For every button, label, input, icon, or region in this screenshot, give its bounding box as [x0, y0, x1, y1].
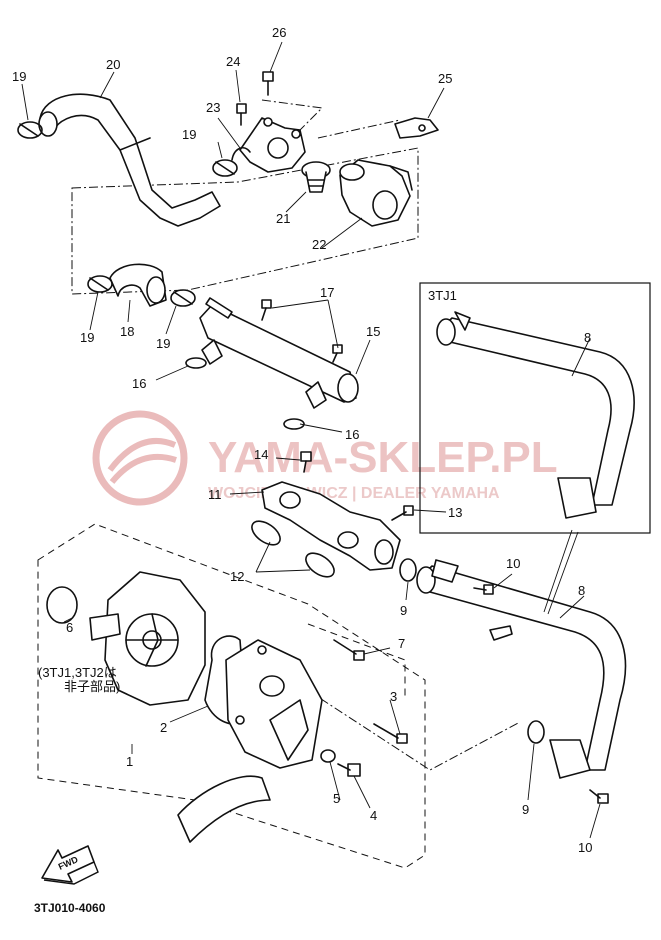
part-12-gasket-a: [251, 520, 281, 546]
part-8-pipe-variant: [436, 311, 635, 519]
part-15-water-pipe: [199, 297, 359, 409]
callout-8: 8: [584, 330, 591, 345]
callout-13: 13: [448, 505, 462, 520]
part-25-bracket: [394, 117, 439, 139]
callout-25: 25: [438, 71, 452, 86]
part-10-bolt-b: [589, 789, 609, 804]
fwd-arrow-icon: FWD: [41, 845, 99, 885]
callout-12: 12: [230, 569, 244, 584]
callout-16: 16: [345, 427, 359, 442]
leader-lines: [21, 41, 601, 839]
callout-5: 5: [333, 791, 340, 806]
callout-10: 10: [506, 556, 520, 571]
part-23-thermostat-cover: [239, 117, 306, 173]
watermark-logo: [92, 410, 188, 506]
part-12-gasket-b: [305, 552, 335, 578]
part-13-bolt: [391, 505, 414, 521]
part-9-oring-a: [399, 558, 417, 582]
water-pump-assembly-boundary: [37, 523, 426, 869]
part-20-hose: [38, 93, 221, 227]
not-included-note-line2: 非子部品): [64, 679, 120, 694]
part-24-bolt: [236, 103, 247, 126]
part-8-pipe-main: [416, 559, 627, 779]
not-included-note-line1: (3TJ1,3TJ2は: [38, 665, 117, 680]
variant-box-label: 3TJ1: [428, 288, 457, 303]
part-10-bolt-a: [473, 584, 494, 595]
callout-4: 4: [370, 808, 377, 823]
variant-tie-lines: [543, 529, 579, 615]
callout-10: 10: [578, 840, 592, 855]
callout-26: 26: [272, 25, 286, 40]
diagram-code: 3TJ010-4060: [34, 901, 106, 915]
watermark: YAMA-SKLEP.PL WOJCIECHOWICZ | DEALER YAM…: [92, 410, 558, 506]
part-16-oring-b: [283, 418, 305, 430]
part-4-bolt: [337, 763, 361, 777]
watermark-title: YAMA-SKLEP.PL: [208, 433, 558, 482]
part-16-oring-a: [185, 357, 207, 369]
part-3-bolt: [373, 723, 408, 744]
part-22-thermostat-housing: [339, 159, 413, 227]
part-17-bolt-a: [261, 299, 272, 321]
part-14-bolt: [300, 451, 312, 473]
callout-23: 23: [206, 100, 220, 115]
callout-19: 19: [12, 69, 26, 84]
callout-15: 15: [366, 324, 380, 339]
assembly-lines: [71, 99, 521, 771]
variant-box: [419, 282, 651, 534]
callout-1: 1: [126, 754, 133, 769]
part-water-pump-cover: [225, 639, 323, 769]
part-23-gasket: [231, 147, 251, 161]
callout-22: 22: [312, 237, 326, 252]
part-18-hose: [109, 263, 167, 307]
part-26-bolt: [262, 71, 274, 96]
part-11-outlet-manifold: [261, 481, 401, 571]
part-19-clip-a: [17, 121, 43, 139]
callout-labels: 19 20 19 23 24 26 25 21 22 19 18 19 17 1…: [12, 25, 592, 855]
part-water-pump-body: [89, 571, 206, 706]
part-9-oring-b: [527, 720, 545, 744]
callout-16: 16: [132, 376, 146, 391]
part-5-washer: [320, 749, 336, 763]
part-lower-hose: [177, 775, 271, 843]
callout-20: 20: [106, 57, 120, 72]
part-19-clip-d: [170, 289, 196, 307]
part-21-thermostat: [301, 161, 331, 193]
callout-11: 11: [208, 487, 222, 502]
callout-21: 21: [276, 211, 290, 226]
part-19-clip-c: [87, 275, 113, 293]
watermark-subtitle: WOJCIECHOWICZ | DEALER YAMAHA: [208, 485, 500, 502]
callout-3: 3: [390, 689, 397, 704]
callout-9: 9: [400, 603, 407, 618]
callout-8: 8: [578, 583, 585, 598]
callout-7: 7: [398, 636, 405, 651]
callout-2: 2: [160, 720, 167, 735]
part-7-bolt: [333, 639, 365, 661]
callout-19: 19: [182, 127, 196, 142]
part-19-clip-b: [212, 159, 238, 177]
callout-14: 14: [254, 447, 268, 462]
callout-6: 6: [66, 620, 73, 635]
callout-17: 17: [320, 285, 334, 300]
callout-19: 19: [156, 336, 170, 351]
part-6-oring: [46, 586, 78, 624]
callout-19: 19: [80, 330, 94, 345]
callout-9: 9: [522, 802, 529, 817]
parts: [17, 71, 635, 843]
callout-18: 18: [120, 324, 134, 339]
callout-24: 24: [226, 54, 240, 69]
